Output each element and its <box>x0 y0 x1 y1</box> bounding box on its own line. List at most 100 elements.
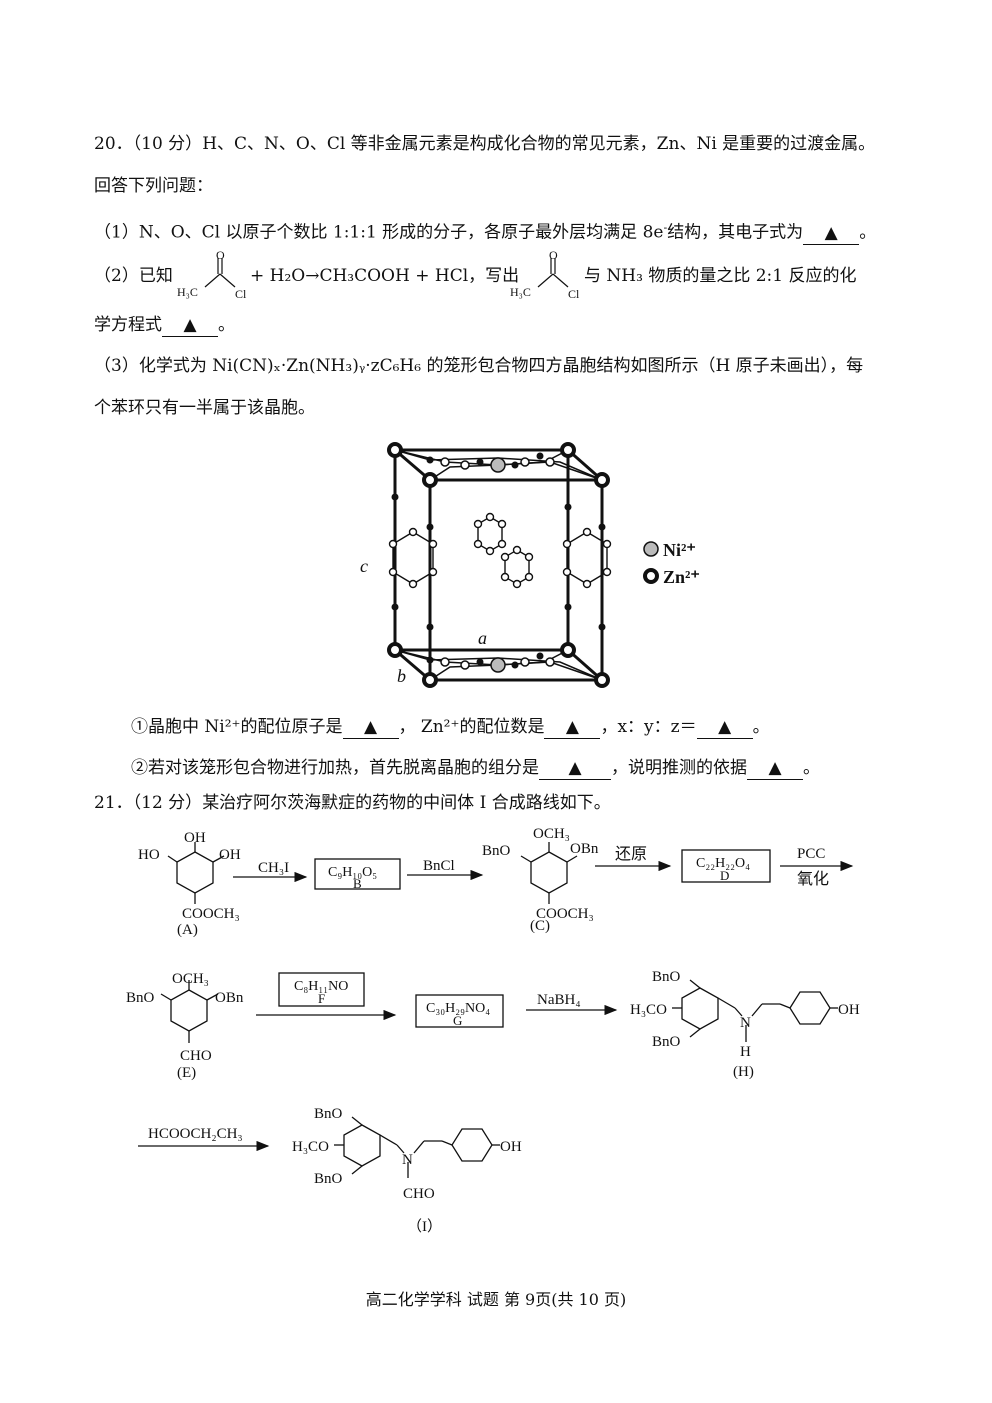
reagent-pcc: PCC <box>797 846 825 862</box>
q20-sub2-text: ②若对该笼形包合物进行加热，首先脱离晶胞的组分是 <box>131 758 539 778</box>
q21-score: （12 分） <box>132 793 203 813</box>
reagent-ethyl-formate: HCOOCH₂CH₃ <box>148 1126 243 1142</box>
answer-blank[interactable]: ▲ <box>539 757 611 780</box>
I-h3co: H₃CO <box>292 1139 329 1155</box>
C-ester: COOCH₃ <box>536 906 594 922</box>
q21-number: 21． <box>94 793 133 813</box>
q20-part2-b: + H₂O→CH₃COOH + HCl，写出 <box>250 266 520 286</box>
A-oh-right: OH <box>219 847 241 863</box>
D-formula: C₂₂H₂₂O₄ <box>696 856 750 871</box>
q21-stem: 某治疗阿尔茨海默症的药物的中间体 I 合成路线如下。 <box>202 793 611 813</box>
H-h3co: H₃CO <box>630 1002 667 1018</box>
C-bno: BnO <box>482 843 511 859</box>
G-label: G <box>453 1013 462 1028</box>
q20-sub2-text2: ，说明推测的依据 <box>611 758 747 778</box>
oxygen-label: O <box>549 250 558 262</box>
q20-part1: （1）N、O、Cl 以原子个数比 1:1:1 形成的分子，各原子最外层均满足 8… <box>94 217 876 245</box>
B-label: B <box>353 876 362 891</box>
q20-score: （10 分） <box>132 134 203 154</box>
zn-legend-label: Zn²⁺ <box>663 567 700 587</box>
q20-part3-a: （3）化学式为 Ni(CN)ₓ·Zn(NH₃)ᵧ·zC₆H₆ 的笼形包合物四方晶… <box>94 356 864 376</box>
B-formula: C₉H₁₀O₅ <box>328 865 377 880</box>
H-amine-h: H <box>740 1044 751 1060</box>
methyl-label: H₃C <box>510 285 531 299</box>
q20-part1-text2: 结构，其电子式为 <box>667 222 804 243</box>
I-oh: OH <box>500 1139 522 1155</box>
E-label: (E) <box>177 1065 196 1081</box>
q20-part1-text: （1）N、O、Cl 以原子个数比 1:1:1 形成的分子，各原子最外层均满足 8… <box>94 222 664 243</box>
q20-part2-c: 与 NH₃ 物质的量之比 2:1 反应的化 <box>584 266 857 286</box>
q20-sub1-text3: ，x：y：z＝ <box>600 717 697 737</box>
page-footer: 高二化学学科 试题 第 9页(共 10 页) <box>365 1290 627 1309</box>
answer-blank[interactable]: ▲ <box>803 222 860 245</box>
punct: 。 <box>803 758 820 778</box>
q20-stem-line2: 回答下列问题： <box>94 176 213 196</box>
q20-stem-line: 20．（10 分）H、C、N、O、Cl 等非金属元素是构成化合物的常见元素，Zn… <box>94 133 875 155</box>
I-nitrogen: N <box>402 1152 413 1168</box>
chlorine-label: Cl <box>235 287 247 301</box>
answer-blank[interactable]: ▲ <box>696 716 753 739</box>
q20-sub1-text2: ， Zn²⁺的配位数是 <box>398 717 545 737</box>
chlorine-label: Cl <box>568 287 580 301</box>
reagent-bncl: BnCl <box>423 858 455 874</box>
E-bno: BnO <box>126 990 155 1006</box>
E-och3: OCH₃ <box>172 971 209 987</box>
q20-part3-b: 个苯环只有一半属于该晶胞。 <box>94 398 315 418</box>
H-bno-bottom: BnO <box>652 1034 681 1050</box>
ni-legend-label: Ni²⁺ <box>663 540 696 560</box>
F-formula: C₈H₁₁NO <box>294 979 348 994</box>
axis-b-label: b <box>397 666 406 686</box>
A-ho-left: HO <box>138 847 160 863</box>
punct: 。 <box>859 222 877 243</box>
E-cho: CHO <box>180 1048 212 1064</box>
crystal-cell-diagram: c a b Ni²⁺ Zn²⁺ <box>360 442 700 688</box>
acetyl-chloride-structure-2: O H₃C Cl <box>510 250 580 301</box>
answer-blank[interactable]: ▲ <box>342 716 399 739</box>
C-och3: OCH₃ <box>533 826 570 842</box>
q20-number: 20． <box>94 134 133 154</box>
answer-blank[interactable]: ▲ <box>747 757 803 780</box>
I-bno-top: BnO <box>314 1106 343 1122</box>
q20-sub2: ②若对该笼形包合物进行加热，首先脱离晶胞的组分是▲，说明推测的依据▲。 <box>131 757 820 780</box>
C-label-visible: (C) <box>530 918 550 934</box>
axis-a-label: a <box>478 628 487 648</box>
q20-part2-a: （2）已知 <box>94 266 173 286</box>
methyl-label: H₃C <box>177 285 198 299</box>
H-nitrogen: N <box>740 1015 751 1031</box>
I-label: （I） <box>407 1218 442 1235</box>
A-oh-top: OH <box>184 830 206 846</box>
I-formyl: CHO <box>403 1186 435 1202</box>
answer-blank[interactable]: ▲ <box>162 314 218 337</box>
H-bno-top: BnO <box>652 969 681 985</box>
q20-stem: H、C、N、O、Cl 等非金属元素是构成化合物的常见元素，Zn、Ni 是重要的过… <box>202 134 876 154</box>
oxygen-label: O <box>216 250 225 262</box>
H-label: (H) <box>733 1064 754 1080</box>
q20-part1-sup: - <box>663 221 668 234</box>
q20-sub1-text: ①晶胞中 Ni²⁺的配位原子是 <box>131 717 343 737</box>
q20-part2-text: 学方程式 <box>94 315 162 335</box>
punct: 。 <box>218 315 235 335</box>
C-obn: OBn <box>570 841 599 857</box>
q20-part2-d: 学方程式▲。 <box>94 314 235 337</box>
synthesis-route-diagram: OH HO OH COOCH₃ (A) CH₃I C₉H₁₀O₅ B BnCl … <box>126 826 860 1235</box>
q20-sub1: ①晶胞中 Ni²⁺的配位原子是▲， Zn²⁺的配位数是▲，x：y：z＝▲。 <box>131 716 770 739</box>
D-label: D <box>720 868 729 883</box>
I-bno-bottom: BnO <box>314 1171 343 1187</box>
axis-c-label: c <box>360 556 368 576</box>
punct: 。 <box>752 717 770 737</box>
reagent-ch3i: CH₃I <box>258 860 289 876</box>
reagent-reduce: 还原 <box>615 845 647 863</box>
answer-blank[interactable]: ▲ <box>544 716 601 739</box>
reagent-oxidize: 氧化 <box>797 870 829 888</box>
reagent-nabh4: NaBH₄ <box>537 992 581 1008</box>
F-label: F <box>318 991 325 1006</box>
q21-stem-line: 21．（12 分）某治疗阿尔茨海默症的药物的中间体 I 合成路线如下。 <box>94 792 611 814</box>
acetyl-chloride-structure-1: O H₃C Cl <box>177 250 247 301</box>
zn-legend-marker <box>643 568 659 584</box>
A-label: (A) <box>177 922 198 938</box>
H-oh: OH <box>838 1002 860 1018</box>
ni-legend-marker <box>643 541 659 557</box>
E-obn: OBn <box>215 990 244 1006</box>
G-formula: C₃₀H₂₉NO₄ <box>426 1001 490 1016</box>
A-ester: COOCH₃ <box>182 906 240 922</box>
